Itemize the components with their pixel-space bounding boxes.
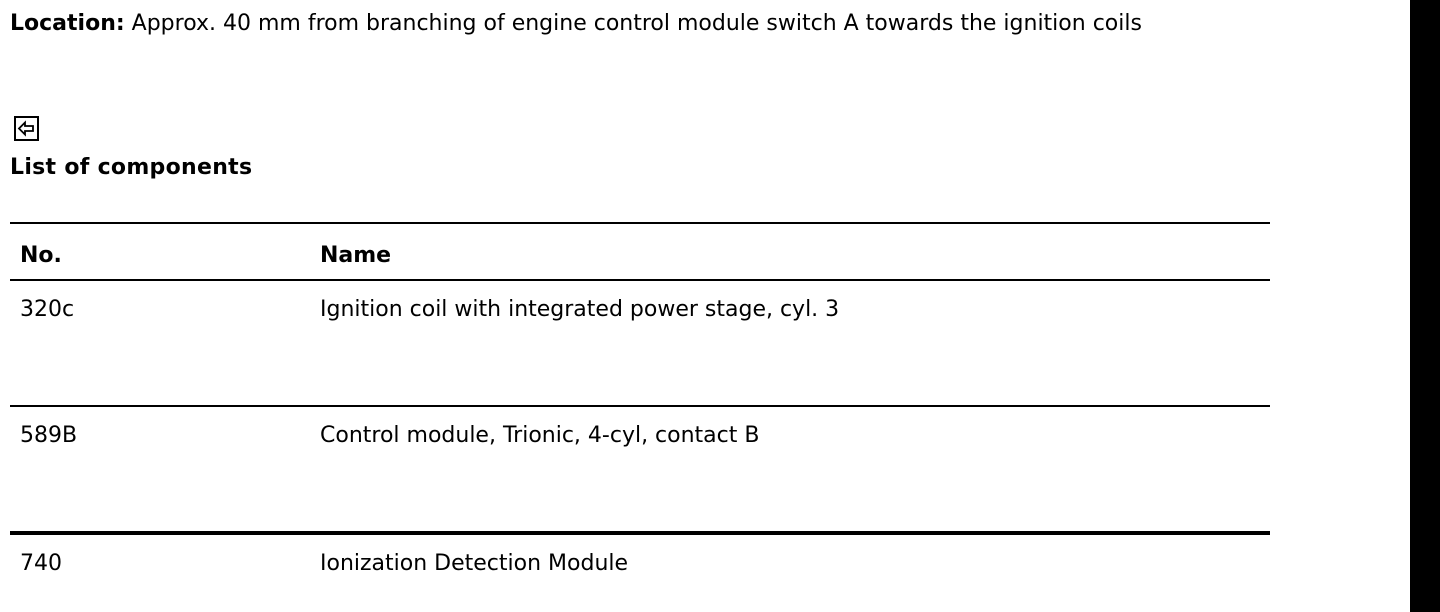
location-text: Approx. 40 mm from branching of engine c… [124,11,1142,36]
component-number: 740 [20,551,62,576]
header-rule [10,279,1270,281]
table-row: 320c Ignition coil with integrated power… [10,281,1270,405]
component-number: 589B [20,423,78,448]
table-top-rule [10,222,1270,224]
row-divider [10,531,1270,535]
column-header-name: Name [320,243,392,268]
components-heading: List of components [10,155,253,180]
table-row: 589B Control module, Trionic, 4-cyl, con… [10,407,1270,531]
table-row: 740 Ionization Detection Module [10,535,1270,595]
component-name: Control module, Trionic, 4-cyl, contact … [320,423,760,448]
component-number: 320c [20,297,75,322]
component-name: Ignition coil with integrated power stag… [320,297,840,322]
right-edge-bar [1410,0,1440,612]
components-table: No. Name 320c Ignition coil with integra… [10,222,1270,595]
back-arrow-icon-graphic [14,116,39,141]
document-page: Location: Approx. 40 mm from branching o… [10,6,1405,595]
table-header-row: No. Name [10,224,1270,279]
row-divider [10,405,1270,407]
column-header-no: No. [20,243,62,268]
component-name: Ionization Detection Module [320,551,629,576]
location-label: Location: [10,11,125,36]
location-paragraph: Location: Approx. 40 mm from branching o… [10,6,1405,41]
back-arrow-icon[interactable] [14,116,40,142]
